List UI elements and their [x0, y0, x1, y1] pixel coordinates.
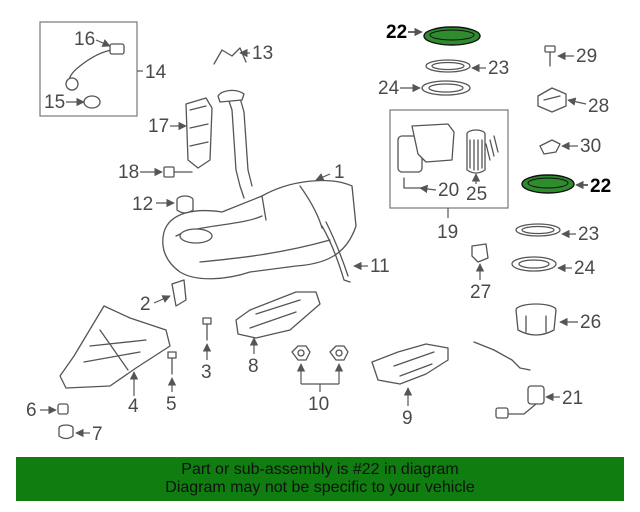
callout-25: 25: [466, 184, 487, 205]
part-22-lock-ring-side[interactable]: [521, 174, 575, 194]
part-24-ring-top[interactable]: [421, 80, 471, 96]
callout-22-side: 22: [590, 176, 611, 197]
callout-21: 21: [562, 388, 583, 409]
part-25-filter[interactable]: [466, 129, 499, 174]
part-23-seal-side[interactable]: [515, 223, 561, 237]
callout-4: 4: [128, 396, 139, 417]
part-2-strap[interactable]: [171, 279, 187, 307]
callout-23-top: 23: [488, 58, 509, 79]
part-10-nuts[interactable]: [291, 345, 349, 361]
callout-18: 18: [118, 162, 139, 183]
callout-10: 10: [308, 394, 329, 415]
part-19-pump-module[interactable]: [397, 123, 455, 189]
callout-13: 13: [252, 43, 273, 64]
callout-5: 5: [166, 394, 177, 415]
banner-line-1: Part or sub-assembly is #22 in diagram: [181, 461, 459, 478]
part-26-sender[interactable]: [473, 303, 557, 371]
part-18-bolt[interactable]: [163, 166, 193, 178]
part-7-grommet[interactable]: [58, 424, 74, 440]
callout-15: 15: [44, 92, 65, 113]
callout-2: 2: [140, 294, 151, 315]
callout-22-top: 22: [386, 22, 407, 43]
callout-9: 9: [402, 408, 413, 429]
part-16-sensor-harness[interactable]: [65, 43, 125, 91]
callout-20: 20: [438, 180, 459, 201]
part-4-shield[interactable]: [59, 305, 171, 389]
part-5-bolt[interactable]: [167, 351, 177, 375]
inset-box-19: [389, 109, 509, 209]
callout-14: 14: [145, 62, 167, 83]
callout-24-top: 24: [378, 78, 400, 99]
part-12-bushing[interactable]: [176, 195, 194, 214]
callout-17: 17: [148, 116, 169, 137]
part-21-level-sensor[interactable]: [495, 385, 545, 419]
callout-11: 11: [370, 256, 390, 277]
part-28-bracket[interactable]: [537, 87, 567, 113]
callout-30: 30: [580, 136, 601, 157]
callout-29: 29: [576, 46, 597, 67]
callout-23-side: 23: [578, 224, 599, 245]
inset-box-14: [39, 21, 138, 117]
part-8-heat-shield[interactable]: [235, 291, 321, 339]
callout-12: 12: [132, 194, 153, 215]
part-17-bracket[interactable]: [185, 97, 213, 169]
part-15-oring[interactable]: [83, 95, 101, 109]
callout-16: 16: [74, 29, 95, 50]
callout-6: 6: [26, 400, 37, 421]
part-11-hose[interactable]: [321, 221, 351, 283]
part-9-shield[interactable]: [371, 343, 449, 385]
callout-8: 8: [248, 356, 259, 377]
part-30-clip[interactable]: [539, 139, 561, 155]
info-banner: Part or sub-assembly is #22 in diagram D…: [16, 457, 624, 501]
part-29-screw[interactable]: [544, 45, 556, 67]
callout-1: 1: [334, 162, 345, 183]
callout-27: 27: [470, 282, 491, 303]
part-13-clip[interactable]: [213, 47, 247, 65]
part-24-ring-side[interactable]: [511, 256, 557, 272]
part-6-clip[interactable]: [57, 403, 69, 415]
callout-7: 7: [92, 424, 103, 445]
part-3-bolt[interactable]: [202, 317, 212, 341]
part-1-fuel-tank[interactable]: [162, 89, 357, 280]
callout-3: 3: [201, 362, 212, 383]
part-22-lock-ring-top[interactable]: [423, 26, 481, 46]
part-23-seal-top[interactable]: [425, 59, 471, 73]
banner-line-2: Diagram may not be specific to your vehi…: [165, 479, 475, 496]
callout-24-side: 24: [574, 258, 596, 279]
callout-19: 19: [437, 222, 458, 243]
callout-28: 28: [588, 96, 609, 117]
part-27-clip[interactable]: [471, 243, 489, 263]
callout-26: 26: [580, 312, 601, 333]
